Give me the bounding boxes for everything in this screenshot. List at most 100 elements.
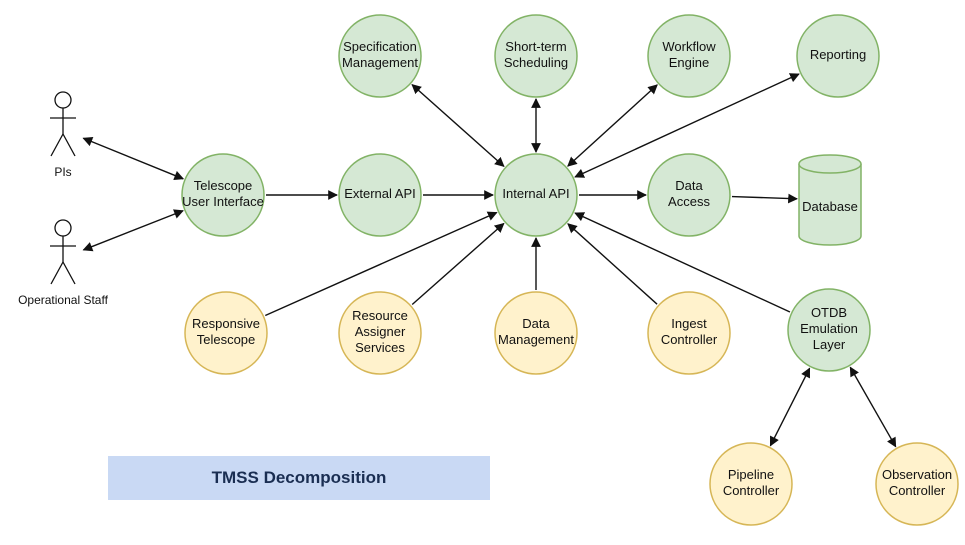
node-label-line: OTDB <box>811 305 847 320</box>
node-circle <box>647 14 731 98</box>
actor-label: PIs <box>54 165 71 179</box>
node-circle <box>875 442 959 526</box>
node-label-line: Controller <box>661 332 718 347</box>
edge-responsive-intapi <box>264 211 498 317</box>
node-label-line: Observation <box>882 467 952 482</box>
edge-reporting-intapi <box>574 73 800 178</box>
node-circle <box>184 291 268 375</box>
node-label-line: Emulation <box>800 321 858 336</box>
node-label: Internal API <box>502 186 569 201</box>
actor-head <box>54 91 72 109</box>
edges-layer <box>82 73 897 448</box>
node-label-line: Short-term <box>505 39 566 54</box>
edge-spec-intapi <box>411 83 505 168</box>
node-label-line: External API <box>344 186 416 201</box>
edge-resource-intapi <box>411 222 505 306</box>
node-label-line: Database <box>802 199 858 214</box>
database-body <box>798 164 862 246</box>
node-circle <box>647 291 731 375</box>
node-label-line: Management <box>498 332 574 347</box>
node-label-line: User Interface <box>182 194 264 209</box>
edge-workflow-intapi <box>567 84 658 167</box>
actor-leg-left <box>50 133 64 157</box>
actor-staff: Operational Staff <box>18 219 109 307</box>
node-reporting[interactable]: Reporting <box>796 14 880 98</box>
node-label-line: Internal API <box>502 186 569 201</box>
node-circle <box>181 153 265 237</box>
actor-head <box>54 219 72 237</box>
node-circle <box>787 288 871 372</box>
node-label-line: Ingest <box>671 316 707 331</box>
node-circle <box>647 153 731 237</box>
edge-pis-tui <box>82 137 185 181</box>
node-label-line: Engine <box>669 55 709 70</box>
node-label-line: Workflow <box>662 39 716 54</box>
node-label-line: Specification <box>343 39 417 54</box>
node-label-line: Controller <box>889 483 946 498</box>
node-label-line: Layer <box>813 337 846 352</box>
actor-pis: PIs <box>50 91 76 179</box>
node-circle <box>709 442 793 526</box>
node-label-line: Resource <box>352 308 408 323</box>
node-label-line: Services <box>355 340 405 355</box>
node-label-line: Scheduling <box>504 55 568 70</box>
node-label-line: Pipeline <box>728 467 774 482</box>
node-label-line: Data <box>522 316 550 331</box>
edge-otdb-pipeline <box>769 367 811 447</box>
node-database[interactable]: Database <box>798 154 862 246</box>
node-label-line: Access <box>668 194 710 209</box>
actor-leg-right <box>62 133 76 157</box>
node-intapi[interactable]: Internal API <box>494 153 578 237</box>
node-label: Reporting <box>810 47 866 62</box>
node-circle <box>796 14 880 98</box>
edge-otdb-intapi <box>574 212 791 313</box>
diagram-title-box: TMSS Decomposition <box>108 456 490 500</box>
node-label-line: Data <box>675 178 703 193</box>
edge-staff-tui <box>82 209 184 252</box>
node-circle <box>494 153 578 237</box>
node-circle <box>338 291 422 375</box>
node-label-line: Telescope <box>194 178 253 193</box>
node-label: Database <box>802 199 858 214</box>
node-label-line: Reporting <box>810 47 866 62</box>
node-label-line: Controller <box>723 483 780 498</box>
diagram-title: TMSS Decomposition <box>211 468 387 487</box>
edge-dataaccess-database <box>731 193 798 204</box>
database-top <box>798 154 862 174</box>
node-circle <box>338 14 422 98</box>
node-circle <box>494 291 578 375</box>
node-circle <box>494 14 578 98</box>
actor-leg-right <box>62 261 76 285</box>
node-label-line: Telescope <box>197 332 256 347</box>
node-extapi[interactable]: External API <box>338 153 422 237</box>
edge-otdb-observation <box>849 366 897 448</box>
node-label-line: Management <box>342 55 418 70</box>
actor-leg-left <box>50 261 64 285</box>
node-label: External API <box>344 186 416 201</box>
